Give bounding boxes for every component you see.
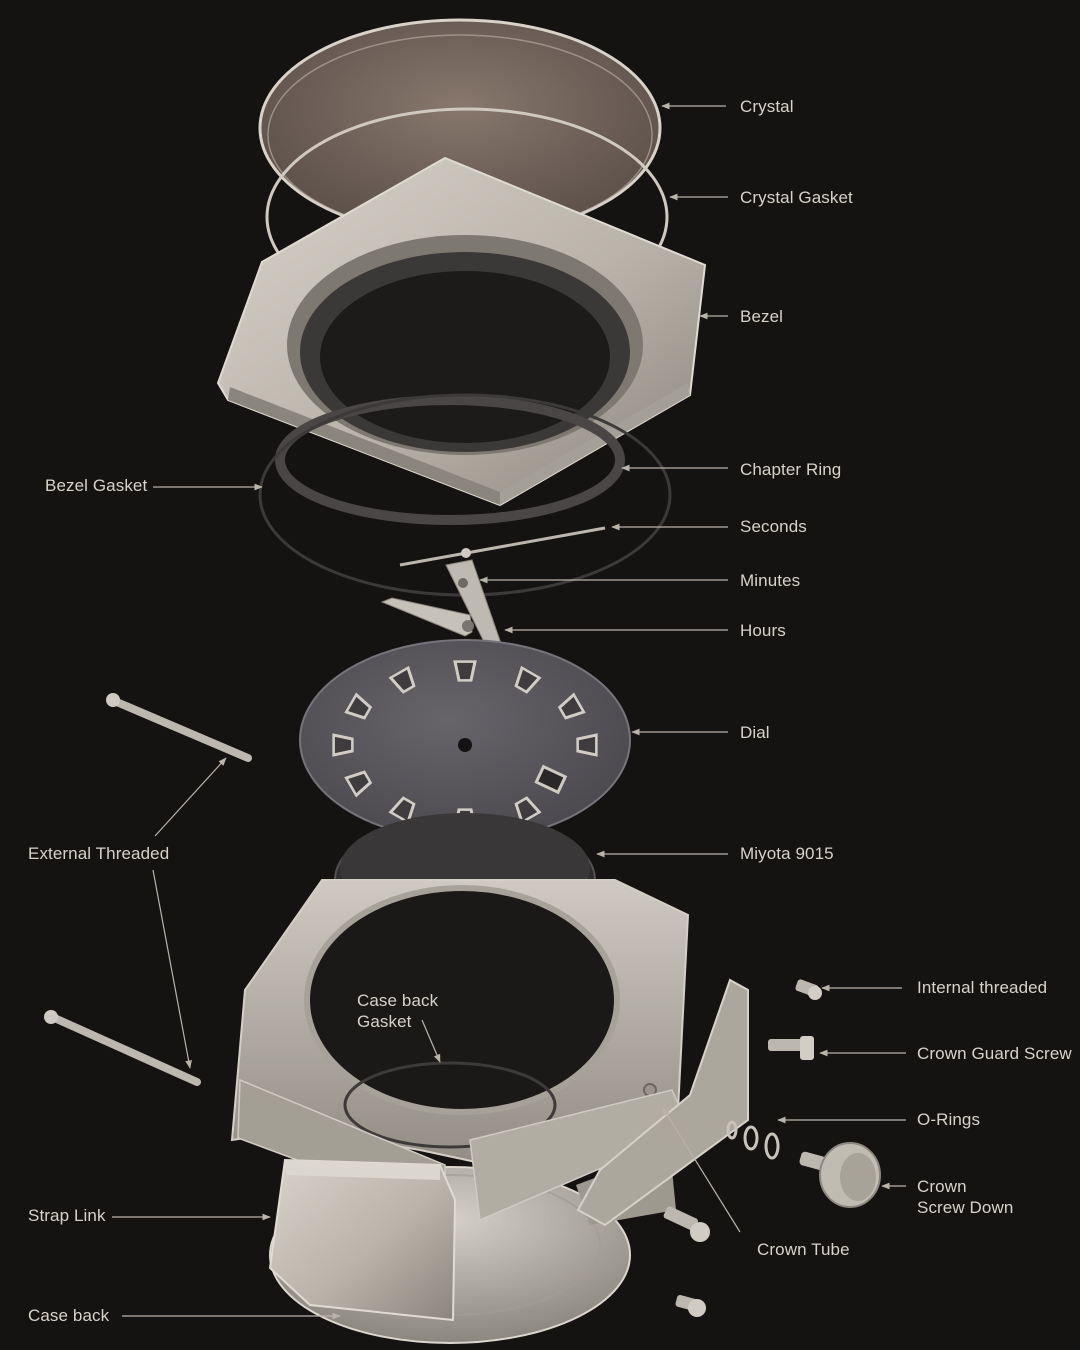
case-back-gasket-part xyxy=(343,1061,557,1149)
o-rings-part xyxy=(726,1120,780,1160)
internal-threaded-screw-part xyxy=(795,979,822,1000)
label-crown: Crown Screw Down xyxy=(917,1176,1013,1218)
hour-marker xyxy=(514,665,542,694)
hour-marker xyxy=(332,733,354,757)
hour-marker xyxy=(388,796,416,825)
hour-marker xyxy=(453,660,477,682)
crown-part xyxy=(799,1142,881,1208)
crown-guard-part xyxy=(576,978,749,1227)
bezel-part xyxy=(216,156,707,507)
label-strap-link: Strap Link xyxy=(28,1206,106,1225)
hour-marker xyxy=(388,665,416,694)
label-crown-guard-screw: Crown Guard Screw xyxy=(917,1044,1072,1063)
chapter-ring-part xyxy=(275,395,625,525)
label-case-back-gasket: Case back Gasket xyxy=(357,990,438,1032)
label-bezel: Bezel xyxy=(740,307,784,326)
hour-marker xyxy=(344,770,373,798)
label-case-back-gasket-line1: Case back xyxy=(357,991,439,1010)
label-internal-threaded: Internal threaded xyxy=(917,978,1048,997)
label-crown-tube: Crown Tube xyxy=(757,1240,850,1259)
hour-marker xyxy=(344,692,373,720)
label-crystal-gasket: Crystal Gasket xyxy=(740,188,853,207)
label-crown-line2: Screw Down xyxy=(917,1198,1014,1217)
hour-marker xyxy=(576,733,598,757)
label-chapter-ring: Chapter Ring xyxy=(740,460,842,479)
leader-lines xyxy=(112,102,906,1320)
label-crystal: Crystal xyxy=(740,97,794,116)
seconds-hand xyxy=(399,526,606,567)
label-bezel-gasket: Bezel Gasket xyxy=(45,476,148,495)
label-seconds: Seconds xyxy=(740,517,807,536)
label-case-back: Case back xyxy=(28,1306,110,1325)
label-crown-line1: Crown xyxy=(917,1177,967,1196)
label-case-back-gasket-line2: Gasket xyxy=(357,1012,412,1031)
date-window xyxy=(534,764,568,795)
crystal-part xyxy=(258,18,662,238)
loose-screws xyxy=(663,1206,710,1317)
strap-link-part xyxy=(268,1158,457,1322)
label-hours: Hours xyxy=(740,621,786,640)
crown-guard-screw-part xyxy=(768,1036,814,1060)
label-o-rings: O-Rings xyxy=(917,1110,981,1129)
label-miyota: Miyota 9015 xyxy=(740,844,834,863)
label-minutes: Minutes xyxy=(740,571,801,590)
hour-marker xyxy=(557,692,586,720)
dial-part xyxy=(299,639,631,841)
label-dial: Dial xyxy=(740,723,770,742)
label-external-threaded: External Threaded xyxy=(28,844,170,863)
hours-hand xyxy=(380,597,473,637)
hour-marker xyxy=(514,796,542,825)
external-threaded-pins xyxy=(44,693,252,1086)
